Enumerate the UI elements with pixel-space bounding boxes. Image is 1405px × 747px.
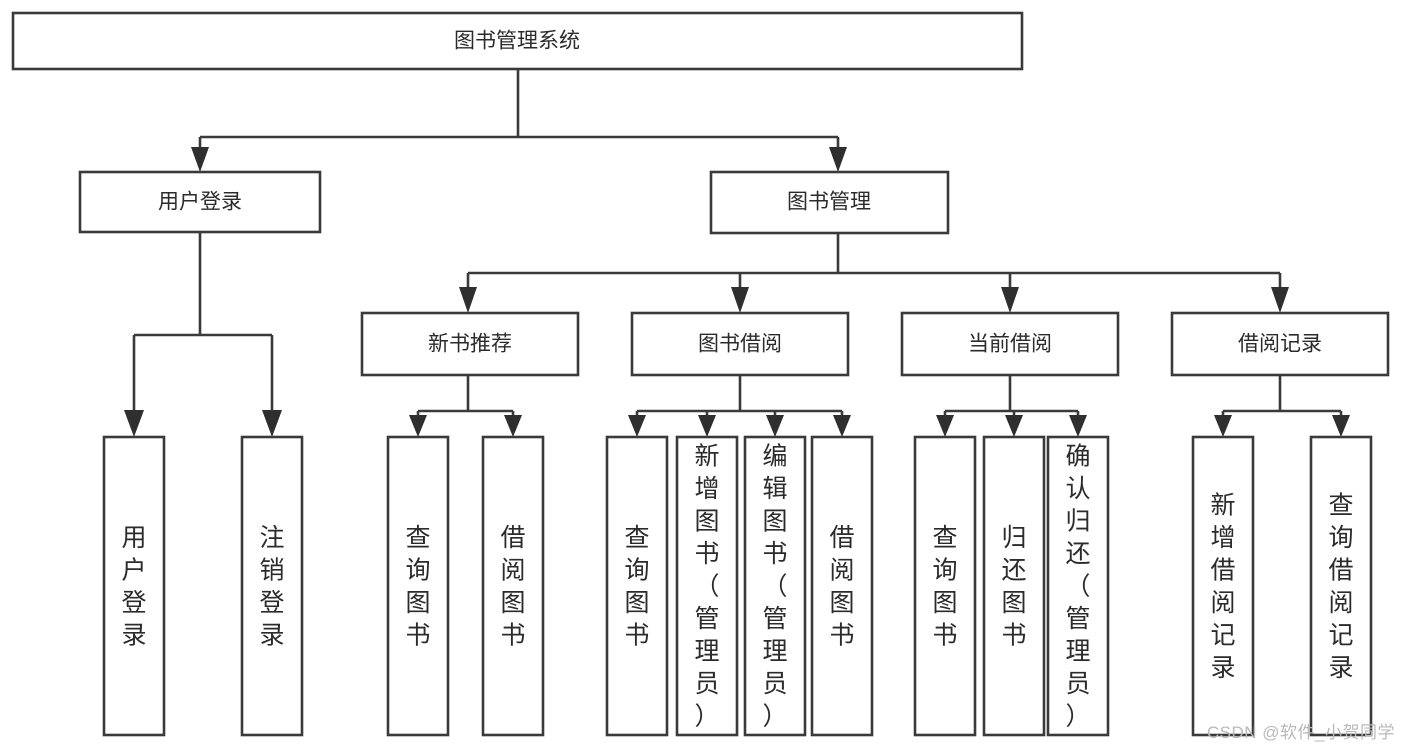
leaf-bb-query-book-box[interactable] <box>605 435 669 737</box>
leaf-cb-return-book-label: 归还图书 <box>1001 524 1026 650</box>
connectors-current-borrow-to-leaves <box>936 375 1087 437</box>
arrow-head-leaf-logout <box>262 410 282 437</box>
node-book-management-box[interactable] <box>709 170 950 235</box>
node-user-login-label: 用户登录 <box>158 191 242 214</box>
arrow-head-bb-leaf-4 <box>833 415 851 437</box>
leaf-cb-confirm-return-box[interactable] <box>1046 435 1110 737</box>
arrow-head-cb-leaf-3 <box>1069 415 1087 437</box>
arrow-head-br-leaf-2 <box>1332 415 1350 437</box>
leaf-bb-query-book-label: 查询图书 <box>624 524 649 650</box>
node-root[interactable]: 图书管理系统 <box>11 11 1024 71</box>
leaf-br-query-record[interactable]: 查询借阅记录 <box>1309 435 1373 737</box>
leaf-cb-confirm-return[interactable]: 确认归还（管理员） <box>1046 435 1110 737</box>
leaf-nb-borrow-book-label: 借阅图书 <box>500 524 525 650</box>
leaf-br-add-record-box[interactable] <box>1191 435 1255 737</box>
arrow-head-leaf-user-login <box>124 410 144 437</box>
node-borrow-records-label: 借阅记录 <box>1238 333 1322 356</box>
leaf-bb-add-book-label: 新增图书（管理员） <box>694 443 719 731</box>
leaf-bb-query-book[interactable]: 查询图书 <box>605 435 669 737</box>
node-new-book-recommend[interactable]: 新书推荐 <box>360 311 580 377</box>
arrow-head-nb-leaf-2 <box>504 415 522 437</box>
leaf-bb-borrow-book[interactable]: 借阅图书 <box>810 435 874 737</box>
node-book-borrow-box[interactable] <box>630 311 850 377</box>
leaf-cb-query-book[interactable]: 查询图书 <box>913 435 977 737</box>
leaf-user-login-label: 用户登录 <box>121 524 146 650</box>
arrow-head-user-login <box>191 147 209 172</box>
connectors-borrow-records-to-leaves <box>1214 375 1350 437</box>
node-borrow-records[interactable]: 借阅记录 <box>1170 311 1390 377</box>
arrow-head-nb-leaf-1 <box>409 415 427 437</box>
node-book-borrow[interactable]: 图书借阅 <box>630 311 850 377</box>
leaf-cb-confirm-return-label: 确认归还（管理员） <box>1065 443 1090 731</box>
arrow-head-bb-leaf-3 <box>766 415 784 437</box>
leaf-cb-query-book-box[interactable] <box>913 435 977 737</box>
node-current-borrow-box[interactable] <box>900 311 1120 377</box>
arrow-head-current-borrow <box>1001 287 1019 313</box>
leaf-bb-borrow-book-box[interactable] <box>810 435 874 737</box>
node-new-book-recommend-label: 新书推荐 <box>428 333 512 356</box>
leaf-br-add-record[interactable]: 新增借阅记录 <box>1191 435 1255 737</box>
node-book-management-label: 图书管理 <box>787 191 871 214</box>
leaf-cb-return-book[interactable]: 归还图书 <box>982 435 1046 737</box>
node-user-login-box[interactable] <box>78 170 322 234</box>
node-current-borrow[interactable]: 当前借阅 <box>900 311 1120 377</box>
leaf-bb-add-book-box[interactable] <box>675 435 739 737</box>
leaf-bb-edit-book-box[interactable] <box>743 435 807 737</box>
arrow-head-book-borrow <box>731 287 749 313</box>
arrow-head-cb-leaf-1 <box>936 415 954 437</box>
leaf-br-query-record-label: 查询借阅记录 <box>1328 491 1353 682</box>
leaf-logout[interactable]: 注销登录 <box>240 435 304 737</box>
leaf-br-add-record-label: 新增借阅记录 <box>1210 491 1235 682</box>
arrow-head-cb-leaf-2 <box>1005 415 1023 437</box>
arrow-head-new-book <box>459 287 477 313</box>
leaf-user-login-box[interactable] <box>102 435 166 737</box>
connectors-book-mgmt-to-level3 <box>459 233 1289 313</box>
arrow-head-bb-leaf-1 <box>628 415 646 437</box>
leaf-bb-add-book[interactable]: 新增图书（管理员） <box>675 435 739 737</box>
arrow-head-book-mgmt <box>829 147 847 172</box>
node-book-borrow-label: 图书借阅 <box>698 333 782 356</box>
leaf-bb-edit-book[interactable]: 编辑图书（管理员） <box>743 435 807 737</box>
leaf-bb-edit-book-label: 编辑图书（管理员） <box>762 443 787 731</box>
node-user-login[interactable]: 用户登录 <box>78 170 322 234</box>
leaf-nb-query-book[interactable]: 查询图书 <box>386 435 450 737</box>
arrow-head-borrow-records <box>1271 287 1289 313</box>
node-book-management[interactable]: 图书管理 <box>709 170 950 235</box>
arrow-head-bb-leaf-2 <box>698 415 716 437</box>
connectors-book-borrow-to-leaves <box>628 375 851 437</box>
node-borrow-records-box[interactable] <box>1170 311 1390 377</box>
leaf-user-login[interactable]: 用户登录 <box>102 435 166 737</box>
arrow-head-br-leaf-1 <box>1214 415 1232 437</box>
leaf-nb-query-book-box[interactable] <box>386 435 450 737</box>
node-current-borrow-label: 当前借阅 <box>968 333 1052 356</box>
node-root-box[interactable] <box>11 11 1024 71</box>
leaf-cb-query-book-label: 查询图书 <box>932 524 957 650</box>
leaf-bb-borrow-book-label: 借阅图书 <box>829 524 854 650</box>
leaf-nb-query-book-label: 查询图书 <box>405 524 430 650</box>
leaf-nb-borrow-book[interactable]: 借阅图书 <box>481 435 545 737</box>
leaf-logout-label: 注销登录 <box>259 524 284 650</box>
connectors-user-login-to-leaves <box>124 232 282 437</box>
connectors-root-to-level2 <box>191 69 847 172</box>
leaf-nb-borrow-book-box[interactable] <box>481 435 545 737</box>
node-root-label: 图书管理系统 <box>454 30 580 53</box>
leaf-cb-return-book-box[interactable] <box>982 435 1046 737</box>
connectors-new-book-to-leaves <box>409 375 522 437</box>
leaf-br-query-record-box[interactable] <box>1309 435 1373 737</box>
leaf-logout-box[interactable] <box>240 435 304 737</box>
node-new-book-recommend-box[interactable] <box>360 311 580 377</box>
